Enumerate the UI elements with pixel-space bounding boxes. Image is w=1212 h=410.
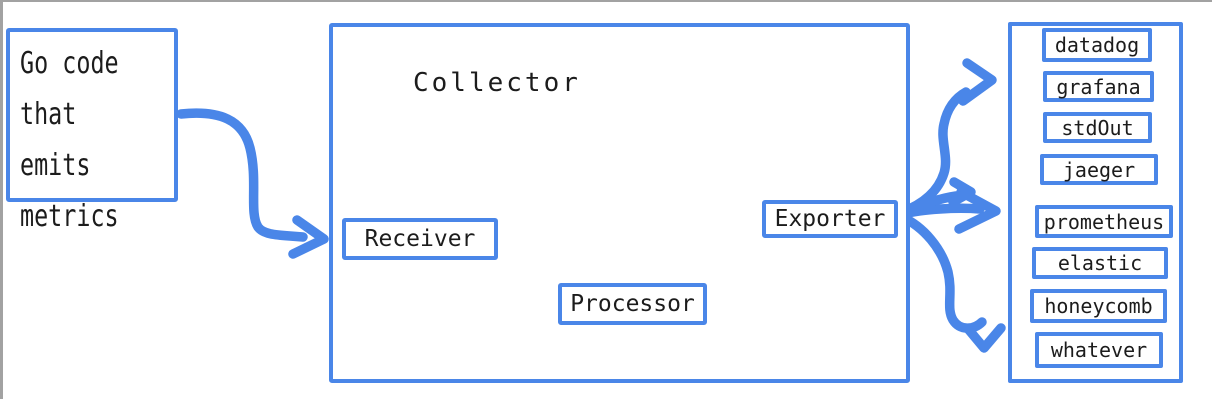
exporter-label: Exporter: [774, 206, 886, 232]
dest-label-whatever: whatever: [1050, 338, 1148, 362]
dest-label-grafana: grafana: [1056, 74, 1141, 99]
dest-label-datadog: datadog: [1054, 33, 1140, 57]
arrow-exporter-fanout-top: [897, 58, 997, 217]
arrow-source-to-receiver: [176, 108, 329, 259]
dest-box-whatever: whatever: [1035, 332, 1163, 368]
processor-label: Processor: [570, 291, 695, 317]
arrow-exporter-fanout-middle: [894, 187, 1001, 234]
source-box: Go code that emits metrics: [6, 28, 178, 234]
dest-label-prometheus: prometheus: [1043, 209, 1165, 234]
receiver-label: Receiver: [364, 226, 476, 252]
source-box-label: Go code that emits metrics: [20, 46, 119, 234]
dest-box-grafana: grafana: [1043, 71, 1154, 102]
arrow-exporter-fanout-middle-small: [898, 177, 976, 218]
dest-box-stdout: stdOut: [1043, 112, 1152, 143]
arrow-exporter-fanout-bottom: [897, 212, 1006, 353]
receiver-box: Receiver: [342, 218, 498, 260]
dest-label-jaeger: jaeger: [1062, 157, 1136, 182]
dest-box-prometheus: prometheus: [1035, 205, 1173, 238]
collector-title: Collector: [413, 68, 581, 98]
exporter-box: Exporter: [762, 200, 898, 238]
dest-box-elastic: elastic: [1032, 247, 1168, 279]
canvas-left-edge: [0, 0, 3, 399]
dest-box-jaeger: jaeger: [1040, 154, 1158, 185]
canvas-top-edge: [0, 0, 1212, 2]
dest-box-honeycomb: honeycomb: [1030, 289, 1167, 323]
dest-label-elastic: elastic: [1057, 251, 1143, 275]
processor-box: Processor: [558, 283, 707, 325]
dest-label-honeycomb: honeycomb: [1044, 294, 1153, 318]
dest-box-datadog: datadog: [1042, 28, 1152, 62]
dest-label-stdout: stdOut: [1061, 115, 1134, 140]
